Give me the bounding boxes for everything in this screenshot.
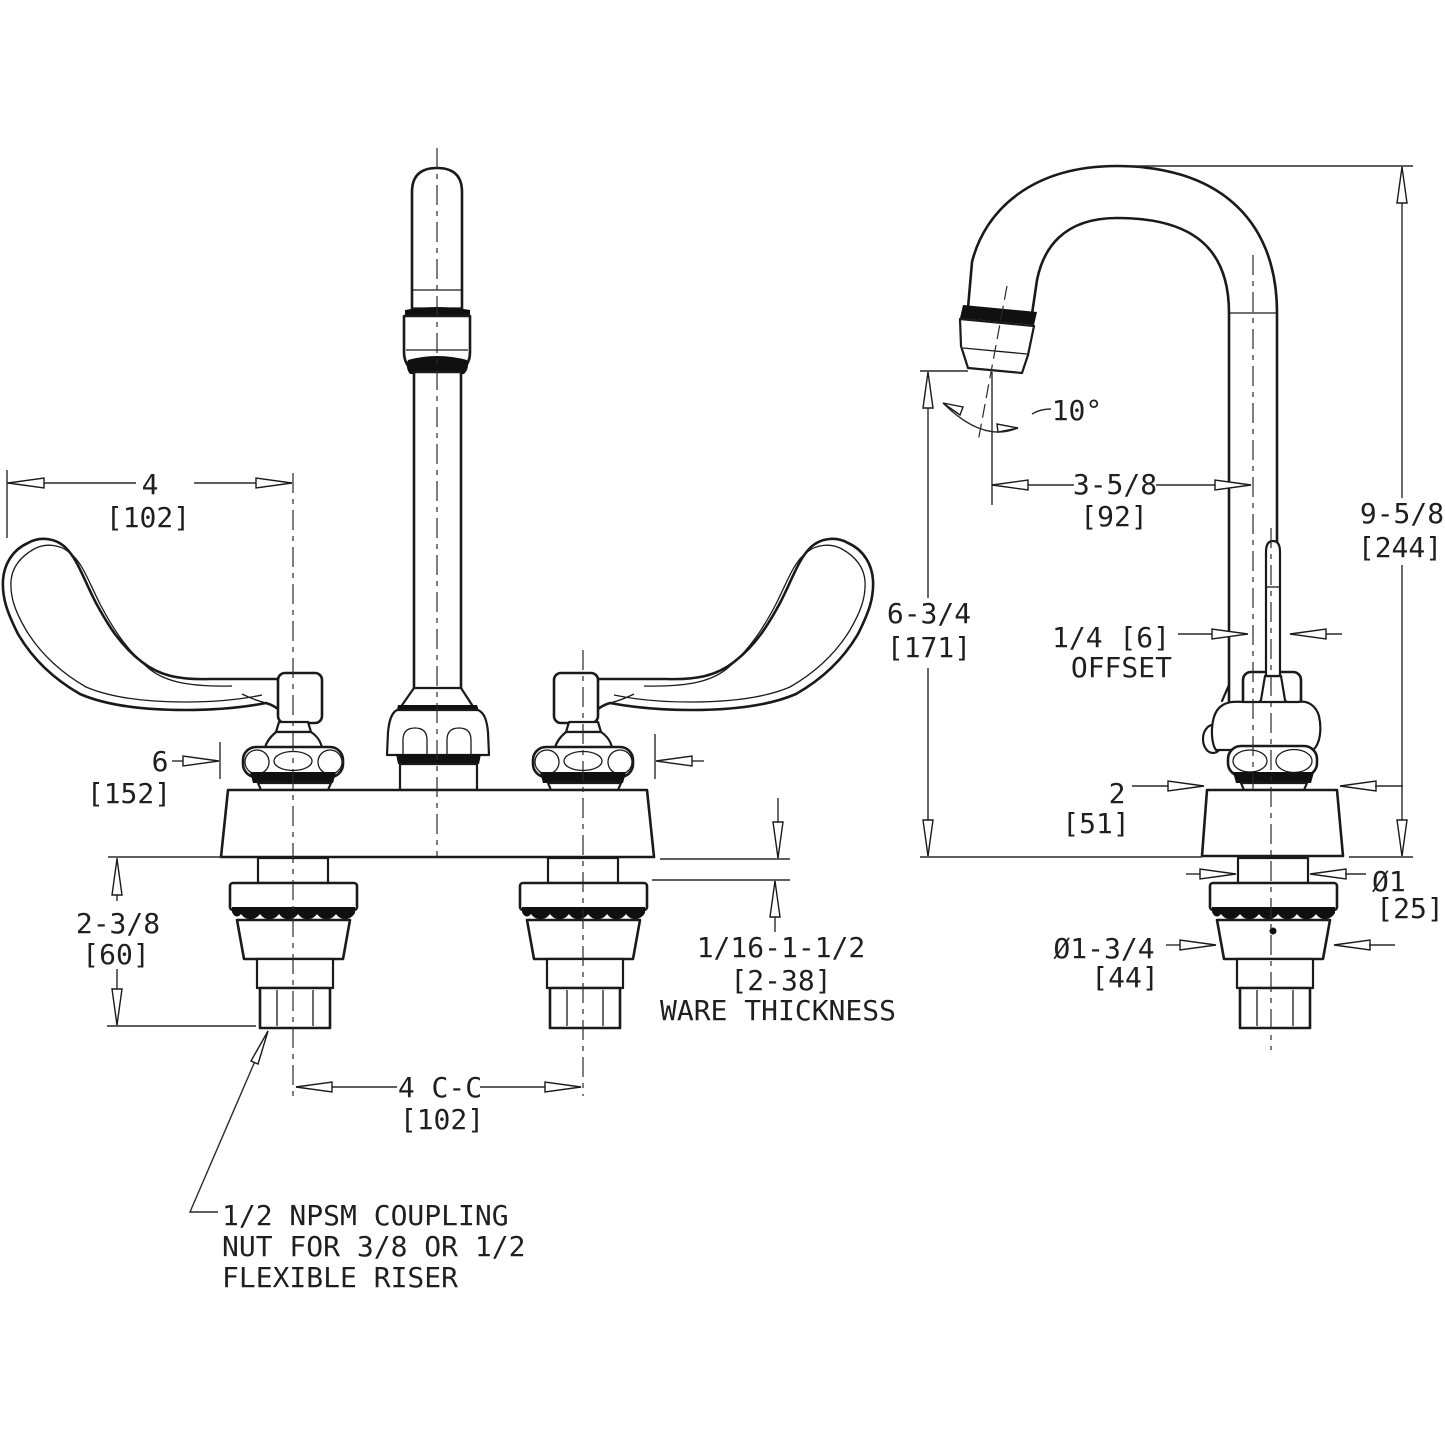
dim-shank-dia-in: Ø1 — [1372, 865, 1406, 898]
coupling-note-line1: 1/2 NPSM COUPLING — [222, 1199, 509, 1232]
side-view — [958, 164, 1345, 1030]
dim-reach-in: 3-5/8 — [1073, 468, 1157, 501]
supply-shank-side — [1208, 856, 1339, 1030]
dim-height-in: 9-5/8 — [1360, 497, 1444, 530]
coupling-note-line3: FLEXIBLE RISER — [222, 1261, 458, 1294]
aerator-tip — [958, 305, 1037, 375]
dim-centers-mm: [102] — [400, 1103, 484, 1136]
dim-deck-width-in: 6 — [152, 745, 169, 778]
dim-locknut-dia-mm: [44] — [1091, 961, 1158, 994]
dim-under-deck-mm: [60] — [82, 938, 149, 971]
gooseneck-spout-side — [966, 164, 1279, 706]
valve-body-side — [1201, 700, 1322, 792]
dim-centers-in: 4 C-C — [398, 1071, 482, 1104]
dim-outlet-height-in: 6-3/4 — [887, 597, 971, 630]
wrist-blade-handle-left — [1, 537, 324, 725]
dim-shank-dia-mm: [25] — [1376, 892, 1443, 925]
dim-outlet-angle: 10° — [1052, 394, 1103, 427]
dim-base-width-mm: [51] — [1062, 807, 1129, 840]
dim-handle-span-in: 4 — [142, 468, 159, 501]
labels: 4 [102] 6 [152] 2-3/8 [60] 1/16-1-1/2 [2… — [76, 394, 1444, 1294]
dim-locknut-dia-in: Ø1-3/4 — [1053, 932, 1154, 965]
spout-base-front — [385, 705, 491, 792]
dim-offset-label: OFFSET — [1071, 651, 1172, 684]
ware-thickness-label: WARE THICKNESS — [660, 994, 896, 1027]
dim-height-mm: [244] — [1358, 531, 1442, 564]
escutcheon-base — [1200, 788, 1345, 858]
dim-reach-mm: [92] — [1080, 500, 1147, 533]
ware-thickness-in: 1/16-1-1/2 — [697, 931, 866, 964]
dim-base-width-in: 2 — [1109, 777, 1126, 810]
coupling-note-line2: NUT FOR 3/8 OR 1/2 — [222, 1230, 525, 1263]
dim-outlet-height-mm: [171] — [887, 631, 971, 664]
dim-under-deck-in: 2-3/8 — [76, 907, 160, 940]
dim-offset-in: 1/4 [6] — [1052, 621, 1170, 654]
dim-handle-span-mm: [102] — [106, 501, 190, 534]
wrist-blade-handle-right — [552, 537, 875, 725]
dimensions — [6, 165, 1413, 1213]
front-view — [1, 166, 875, 1030]
centerlines — [292, 148, 1272, 1096]
ware-thickness-mm: [2-38] — [730, 964, 831, 997]
dim-deck-width-mm: [152] — [87, 777, 171, 810]
